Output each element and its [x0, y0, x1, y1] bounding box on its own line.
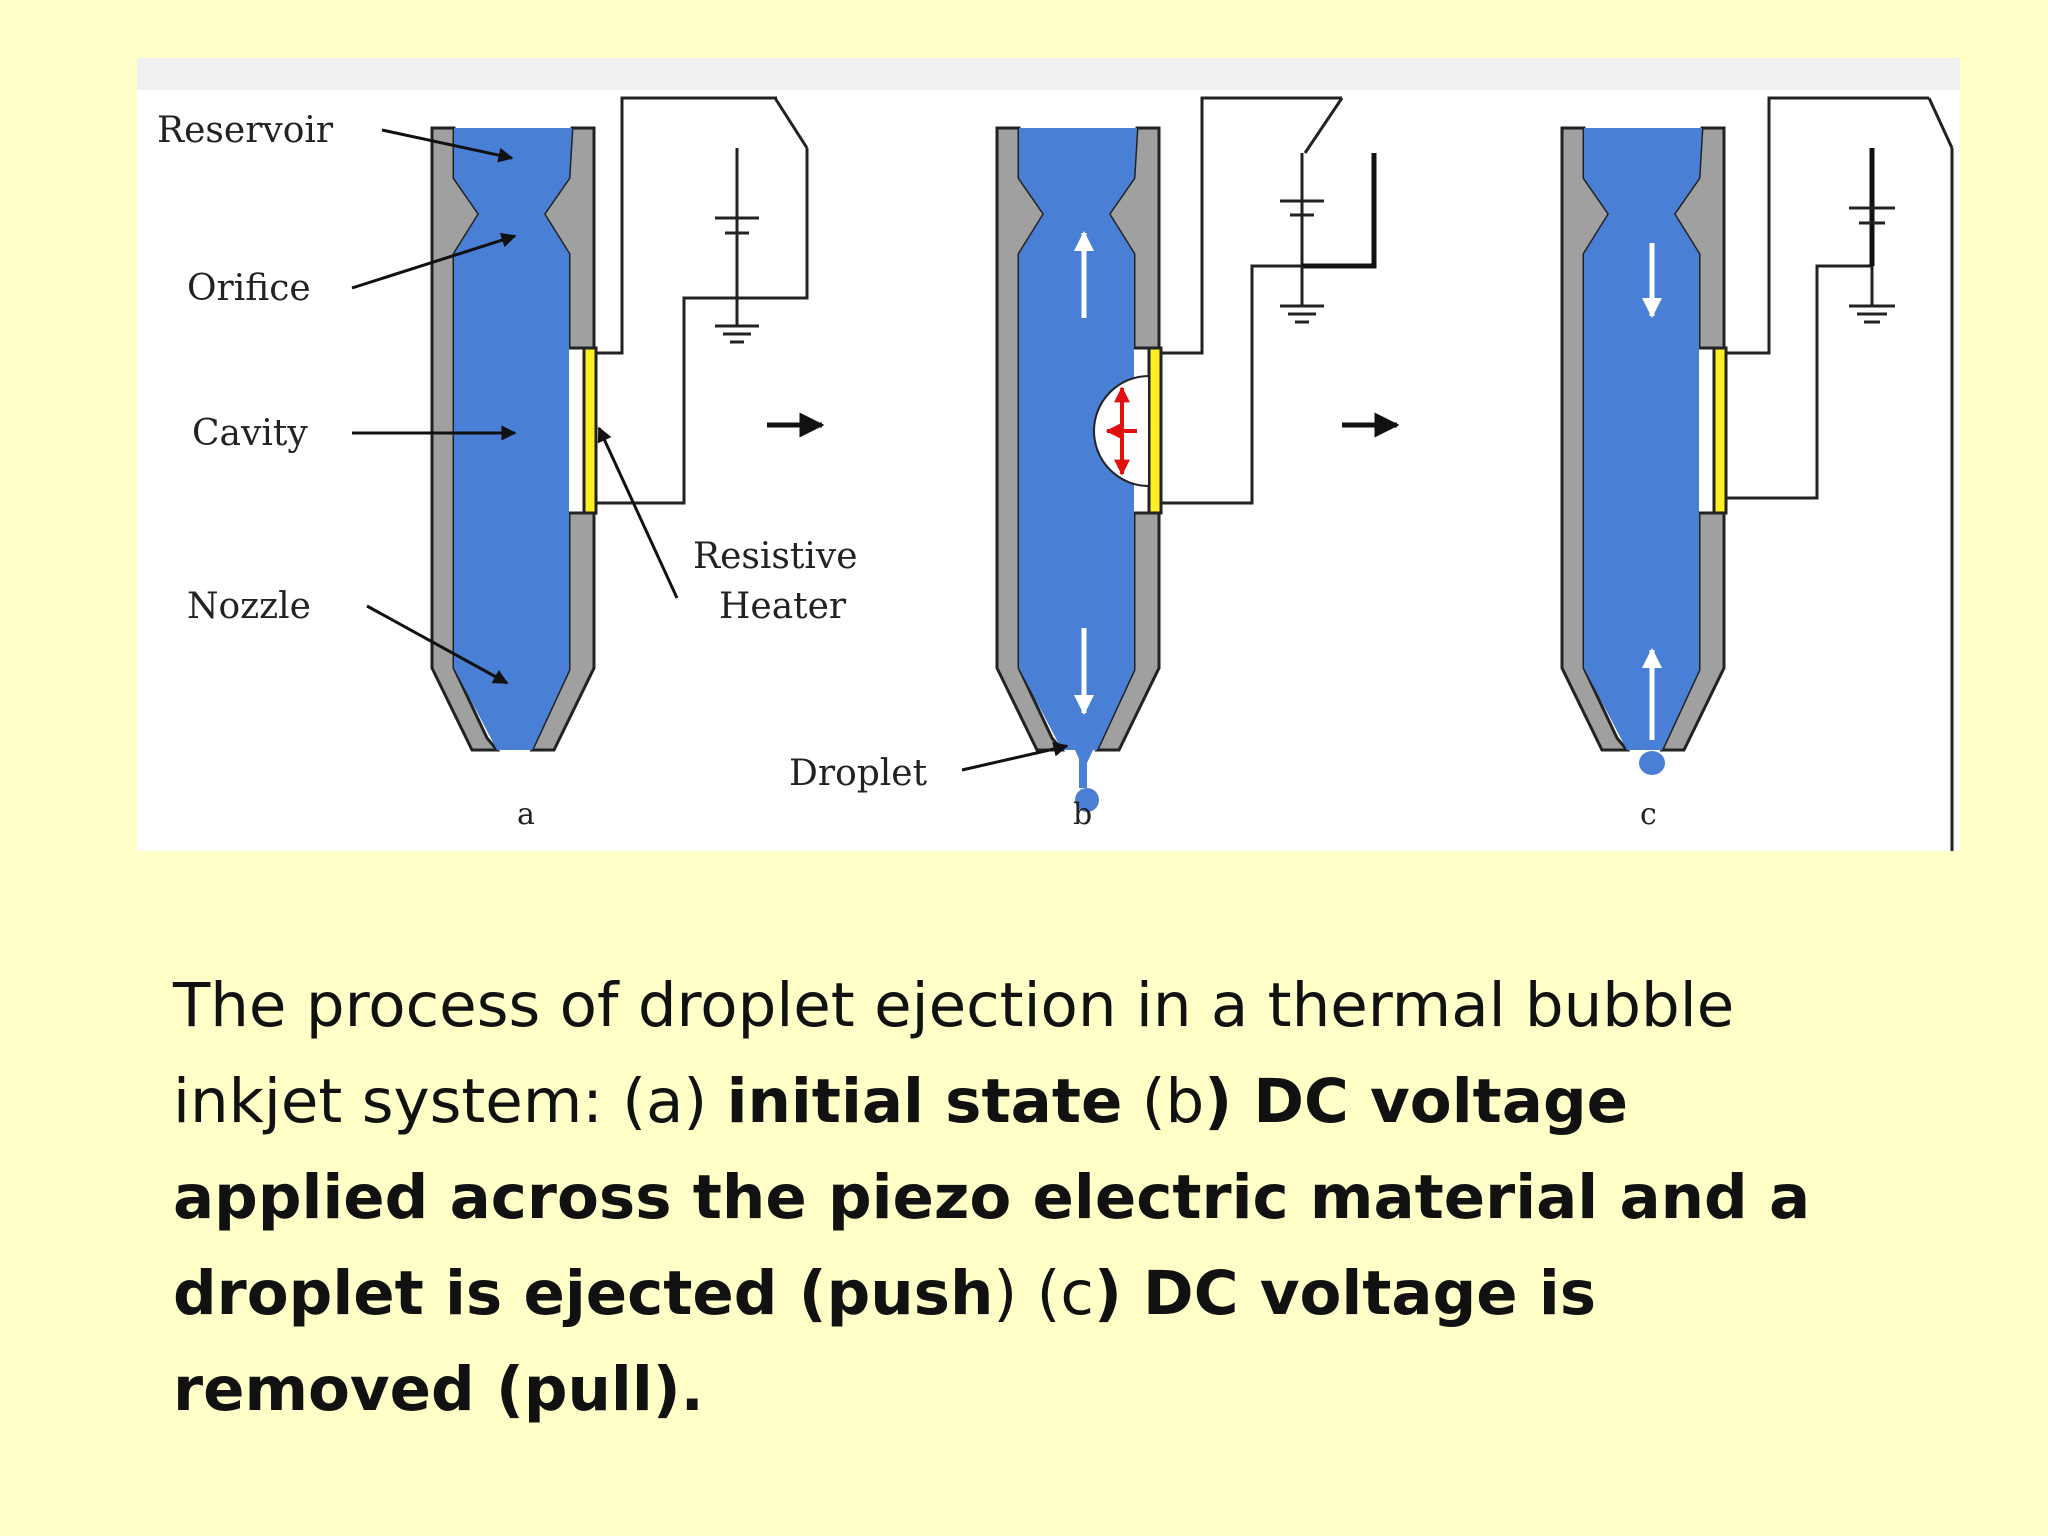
- caption-text-1: The process of droplet ejection in a the…: [173, 970, 1735, 1137]
- stage-label-b: b: [1073, 797, 1092, 832]
- caption-bold-2: ) DC voltage applied across the piezo el…: [173, 1066, 1811, 1329]
- caption-text-3: ) (c: [993, 1258, 1094, 1329]
- caption-bold-3: ) DC voltage is removed (pull).: [173, 1258, 1597, 1425]
- heater-a: [582, 346, 598, 515]
- label-droplet: Droplet: [789, 753, 928, 794]
- label-orifice: Orifice: [187, 268, 311, 309]
- stage-label-c: c: [1640, 797, 1657, 832]
- label-nozzle: Nozzle: [187, 586, 311, 627]
- label-resistive: Resistive: [693, 536, 858, 577]
- caption-text-2: (b: [1122, 1066, 1205, 1137]
- caption-bold-1: initial state: [726, 1066, 1123, 1137]
- droplet-c: [1639, 751, 1665, 775]
- label-cavity: Cavity: [192, 413, 308, 454]
- nozzle-b: [995, 96, 1377, 812]
- heater-c: [1712, 346, 1728, 515]
- nozzle-c: [1560, 96, 1954, 851]
- heater-b: [1147, 346, 1163, 515]
- stage-label-a: a: [517, 797, 535, 832]
- label-heater: Heater: [719, 586, 847, 627]
- droplet-b: [1075, 788, 1099, 812]
- nozzle-a: [430, 96, 809, 752]
- label-reservoir: Reservoir: [157, 110, 334, 151]
- caption: The process of droplet ejection in a the…: [173, 958, 1893, 1438]
- inkjet-diagram: Reservoir Orifice Cavity Nozzle Resistiv…: [137, 58, 1960, 851]
